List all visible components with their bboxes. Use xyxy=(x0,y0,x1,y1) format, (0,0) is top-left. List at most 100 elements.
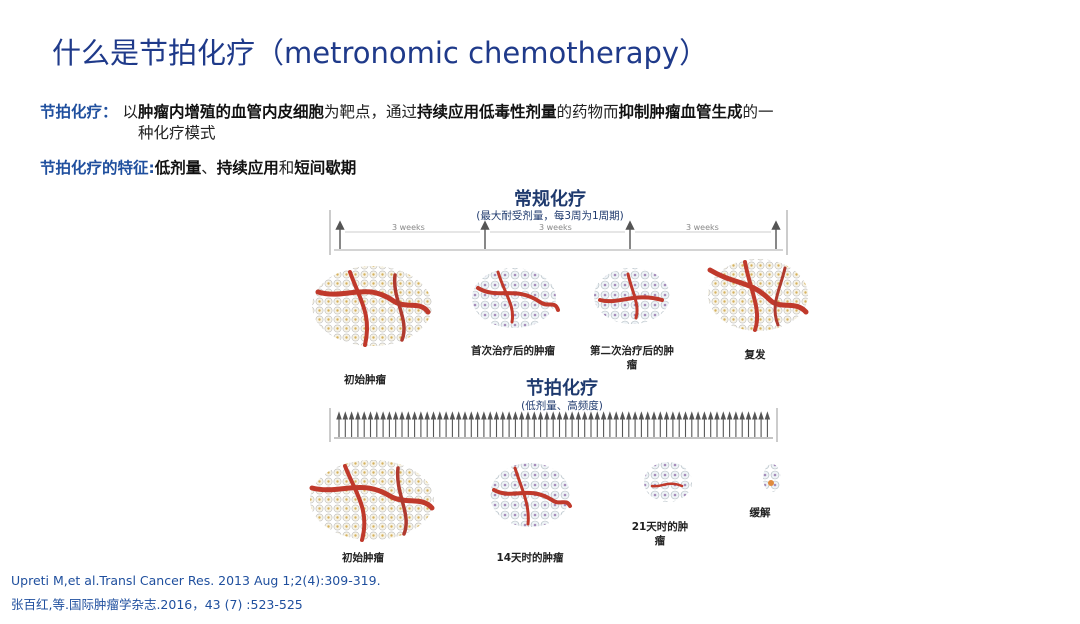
dose-arrowhead xyxy=(424,411,430,420)
definition-bold: 抑制肿瘤血管生成 xyxy=(618,103,743,121)
dose-arrowhead xyxy=(537,411,544,420)
label-remission: 缓解 xyxy=(749,507,771,519)
dose-arrowhead xyxy=(380,411,386,420)
dose-arrowhead xyxy=(367,411,374,420)
dose-arrowhead xyxy=(588,411,594,420)
tumor-relapse xyxy=(707,259,809,332)
dose-arrowhead xyxy=(462,411,468,420)
dose-arrowhead xyxy=(720,411,727,420)
dose-arrowhead xyxy=(474,411,481,420)
tumor-day-21 xyxy=(644,462,692,502)
metronomic-timeline xyxy=(329,408,778,442)
dose-arrowhead xyxy=(531,411,538,420)
reference-1: Upreti M,et al.Transl Cancer Res. 2013 A… xyxy=(11,573,381,588)
dose-arrowhead xyxy=(594,411,601,420)
definition-line-1: 节拍化疗： 以肿瘤内增殖的血管内皮细胞为靶点，通过持续应用低毒性剂量的药物而抑制… xyxy=(40,100,774,122)
dose-arrowhead xyxy=(342,411,349,420)
dose-arrowhead xyxy=(695,411,701,420)
dose-arrowhead xyxy=(676,411,682,420)
tumor-initial-conventional xyxy=(312,266,432,347)
conventional-subtitle: (最大耐受剂量，每3周为1周期) xyxy=(476,210,624,222)
week-label-2: 3 weeks xyxy=(539,223,572,232)
dose-arrowhead xyxy=(626,411,632,420)
dose-arrowhead xyxy=(663,411,670,420)
dose-arrowhead xyxy=(430,411,437,420)
dose-arrowhead xyxy=(399,411,405,420)
dose-arrowhead xyxy=(556,411,563,420)
dose-arrowhead xyxy=(443,411,449,420)
dose-arrowhead xyxy=(707,411,714,420)
dose-arrowhead xyxy=(493,411,500,420)
dose-arrowhead xyxy=(682,411,689,420)
dose-arrowhead xyxy=(468,411,475,420)
conventional-timeline xyxy=(329,210,788,255)
dose-arrowhead xyxy=(411,411,418,420)
reference-2: 张百红,等.国际肿瘤学杂志.2016，43 (7) :523-525 xyxy=(11,597,303,612)
conventional-title: 常规化疗 xyxy=(514,189,586,210)
dose-arrowhead xyxy=(500,411,506,420)
tumor-after-second xyxy=(594,268,670,324)
week-label-1: 3 weeks xyxy=(392,223,425,232)
dose-arrowhead xyxy=(575,411,582,420)
dose-arrowhead xyxy=(714,411,720,420)
dose-arrowhead xyxy=(752,411,758,420)
features-bold: 短间歇期 xyxy=(294,159,357,177)
dose-arrowhead xyxy=(512,411,519,420)
week-label-3: 3 weeks xyxy=(686,223,719,232)
dose-arrowhead xyxy=(689,411,695,420)
definition-text: 为靶点，通过 xyxy=(323,103,417,121)
tumor-after-first xyxy=(472,268,560,328)
label-relapse: 复发 xyxy=(744,349,766,361)
dose-arrowhead xyxy=(336,411,342,420)
dose-arrowhead xyxy=(701,411,708,420)
definition-bold: 肿瘤内增殖的血管内皮细胞 xyxy=(137,103,324,121)
tumor-day-14 xyxy=(490,463,572,527)
label-day-14: 14天时的肿瘤 xyxy=(496,552,564,564)
dose-arrowhead xyxy=(386,411,393,420)
dose-arrowhead xyxy=(607,411,613,420)
dose-arrowhead xyxy=(405,411,412,420)
dose-arrowhead xyxy=(581,411,588,420)
dose-arrowhead xyxy=(651,411,657,420)
dose-arrowhead xyxy=(745,411,752,420)
dose-arrowhead xyxy=(758,411,764,420)
definition-bold: 持续应用低毒性剂量 xyxy=(417,103,557,121)
tumor-initial-metronomic xyxy=(309,460,435,542)
label-after-second-b: 瘤 xyxy=(626,359,638,371)
features-text: 、 xyxy=(201,159,217,177)
dose-arrowhead xyxy=(361,411,367,420)
features-bold: 持续应用 xyxy=(216,159,279,177)
label-initial-tumor-2: 初始肿瘤 xyxy=(342,552,384,564)
dose-arrowhead xyxy=(613,411,619,420)
dose-arrowhead xyxy=(619,411,626,420)
dose-arrowhead xyxy=(563,411,569,420)
dose-arrowhead xyxy=(550,411,556,420)
dose-arrowhead xyxy=(657,411,664,420)
metronomic-subtitle: (低剂量、高频度) xyxy=(521,400,603,412)
dose-arrowhead xyxy=(374,411,380,420)
dose-arrowhead xyxy=(506,411,512,420)
dose-arrowhead xyxy=(600,411,607,420)
metronomic-title: 节拍化疗 xyxy=(526,378,598,399)
definition-text: 以 xyxy=(122,103,138,121)
dose-arrowhead xyxy=(418,411,424,420)
dose-arrowhead xyxy=(518,411,525,420)
definition-text: 的一 xyxy=(742,103,774,121)
dose-arrowhead xyxy=(739,411,745,420)
definition-line-2: 种化疗模式 xyxy=(138,124,216,142)
dose-arrowhead xyxy=(355,411,361,420)
definition-text: 的药物而 xyxy=(556,103,619,121)
dose-arrowhead xyxy=(733,411,739,420)
dose-arrowhead xyxy=(437,411,443,420)
dose-arrowhead xyxy=(455,411,462,420)
dose-arrowhead xyxy=(569,411,575,420)
tumor-remission xyxy=(763,464,781,492)
features-label: 节拍化疗的特征: xyxy=(40,159,155,177)
dose-arrowhead xyxy=(348,411,355,420)
dose-arrowhead xyxy=(726,411,733,420)
label-after-second-a: 第二次治疗后的肿 xyxy=(590,345,674,357)
page-title: 什么是节拍化疗（metronomic chemotherapy） xyxy=(52,36,709,70)
label-after-first: 首次治疗后的肿瘤 xyxy=(471,345,555,357)
definition-label: 节拍化疗： xyxy=(40,103,118,121)
label-initial-tumor: 初始肿瘤 xyxy=(344,374,386,386)
